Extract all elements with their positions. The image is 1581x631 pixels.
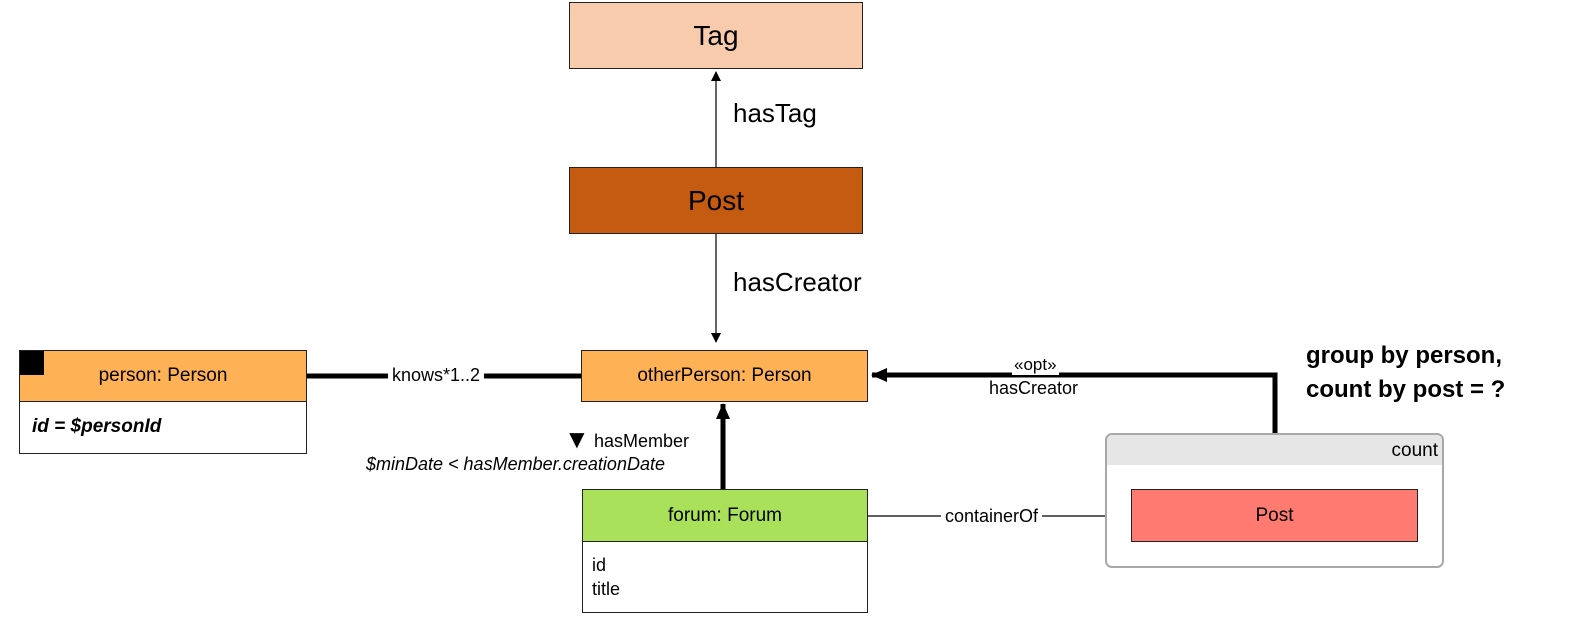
node-tag-label: Tag — [693, 19, 739, 51]
node-post[interactable]: Post — [569, 167, 863, 234]
node-post-label: Post — [687, 184, 745, 216]
edge-label-container-of: containerOf — [941, 506, 1043, 527]
count-group-header: count — [1107, 435, 1442, 465]
node-person-attributes: id = $personId — [19, 402, 307, 454]
node-other-person[interactable]: otherPerson: Person — [581, 350, 868, 402]
edge-label-has-member-condition: $minDate < hasMember.creationDate — [366, 454, 665, 474]
edge-label-has-member: hasMember — [594, 431, 690, 451]
has-member-direction-icon: ▼ — [564, 424, 590, 454]
node-tag[interactable]: Tag — [569, 2, 863, 69]
edge-label-opt-stereotype: «opt» — [1012, 355, 1059, 375]
node-forum[interactable]: forum: Forum — [582, 489, 868, 542]
node-forum-label: forum: Forum — [667, 504, 783, 526]
node-post-counted-label: Post — [1255, 504, 1294, 526]
start-node-marker-icon — [20, 351, 44, 375]
node-person-label: person: Person — [98, 365, 228, 386]
edge-label-has-creator-opt: hasCreator — [987, 378, 1081, 399]
annotation-count-by: count by post = ? — [1306, 376, 1506, 403]
count-group-label: count — [1391, 440, 1438, 461]
edge-label-has-tag: hasTag — [733, 98, 817, 128]
person-id-attribute: id = $personId — [32, 416, 162, 437]
edge-label-knows: knows*1..2 — [388, 365, 485, 386]
node-other-person-label: otherPerson: Person — [637, 365, 812, 386]
annotation-group-by: group by person, — [1306, 342, 1503, 369]
node-post-counted[interactable]: Post — [1131, 489, 1418, 542]
forum-attribute-title: title — [592, 579, 621, 599]
node-person[interactable]: person: Person — [19, 350, 307, 402]
edge-label-has-creator: hasCreator — [733, 267, 862, 297]
node-forum-attributes: id title — [582, 542, 868, 613]
forum-attribute-id: id — [592, 555, 607, 575]
